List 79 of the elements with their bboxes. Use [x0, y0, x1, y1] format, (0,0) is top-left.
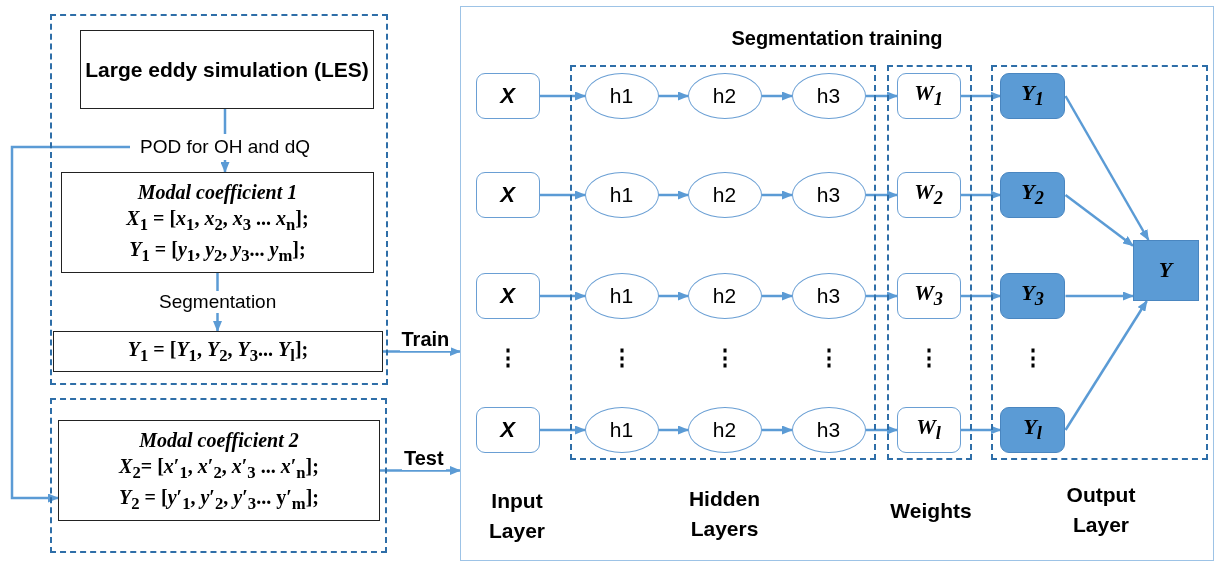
arrow — [961, 190, 1002, 200]
formula-text: X$_{2}$= [x′$_{1}$, x′$_{2}$, x′$_{3}$ ... x′$_{n}$]; — [119, 453, 319, 484]
arrow — [1064, 300, 1148, 431]
hidden-unit-ellipse: h2 — [687, 72, 762, 119]
arrow — [383, 347, 461, 356]
formula-text: Y$_{1}$ = [y$_{1}$, y$_{2}$, y$_{3}$... y$_{m}$]; — [129, 236, 306, 267]
hidden-unit-ellipse: h3 — [791, 72, 866, 119]
arrow — [10, 145, 130, 503]
arrow — [1064, 95, 1150, 241]
hidden-unit-ellipse: h3 — [791, 406, 866, 453]
arrow — [659, 190, 689, 200]
ellipsis-mark: ⋮ — [1021, 344, 1045, 372]
output-node: Y — [1132, 239, 1199, 301]
output-node: Y$_{l}$ — [1000, 406, 1065, 453]
panel-title: Segmentation training — [731, 27, 943, 50]
arrow — [659, 91, 689, 101]
hidden-unit-ellipse: h2 — [687, 171, 762, 218]
process-box — [58, 420, 380, 521]
hidden-unit-ellipse: h2 — [687, 406, 762, 453]
arrow — [540, 91, 586, 101]
hidden-unit-ellipse: h1 — [584, 406, 659, 453]
arrow — [1065, 291, 1134, 301]
process-box: Large eddy simulation (LES) — [80, 30, 374, 109]
arrow — [961, 91, 1002, 101]
ellipsis-mark: ⋮ — [610, 344, 634, 372]
arrow — [866, 425, 898, 435]
input-node: X — [475, 406, 540, 453]
group-caption: Output Layer — [1065, 481, 1137, 538]
connector-line — [223, 109, 227, 134]
arrow — [659, 291, 689, 301]
hidden-unit-ellipse: h3 — [791, 171, 866, 218]
edge-label: Segmentation — [157, 291, 279, 313]
arrow — [866, 91, 898, 101]
panel-frame — [460, 6, 1214, 561]
ellipsis-mark: ⋮ — [917, 344, 941, 372]
box-title: Modal coefficient 2 — [139, 427, 299, 453]
arrow — [762, 425, 793, 435]
ellipsis-mark: ⋮ — [496, 344, 520, 372]
dashed-group-frame — [50, 398, 387, 553]
formula-text: Y$_{2}$ = [y′$_{1}$, y′$_{2}$, y′$_{3}$... y′$_{m}$]; — [119, 484, 319, 515]
arrow — [866, 291, 898, 301]
box-title: Modal coefficient 1 — [137, 179, 298, 205]
input-node: X — [475, 171, 540, 218]
arrow — [220, 160, 230, 173]
arrow — [659, 425, 689, 435]
dashed-group-frame — [50, 14, 388, 385]
hidden-unit-ellipse: h1 — [584, 272, 659, 319]
group-caption: Weights — [889, 497, 973, 524]
group-caption: Hidden Layers — [687, 485, 762, 542]
input-node: X — [475, 72, 540, 119]
arrow — [866, 190, 898, 200]
ellipsis-mark: ⋮ — [713, 344, 737, 372]
arrow — [540, 190, 586, 200]
output-node: Y$_{1}$ — [1000, 72, 1065, 119]
arrow — [961, 425, 1002, 435]
hidden-unit-ellipse: h2 — [687, 272, 762, 319]
hidden-unit-ellipse: h3 — [791, 272, 866, 319]
layer-caption: Input Layer — [487, 488, 546, 545]
weight-node: W$_{3}$ — [896, 272, 961, 319]
weight-node: W$_{l}$ — [896, 406, 961, 453]
weight-node: W$_{1}$ — [896, 72, 961, 119]
formula-box: Y$_{1}$ = [Y$_{1}$, Y$_{2}$, Y$_{3}$... Y$_{l}$]; — [53, 331, 383, 372]
hidden-unit-ellipse: h1 — [584, 171, 659, 218]
formula-text: X$_{1}$ = [x$_{1}$, x$_{2}$, x$_{3}$ ... x$_{n}$]; — [126, 205, 309, 236]
arrow — [762, 291, 793, 301]
arrow — [540, 291, 586, 301]
hidden-unit-ellipse: h1 — [584, 72, 659, 119]
arrow — [540, 425, 586, 435]
process-box — [61, 172, 374, 273]
arrow — [762, 91, 793, 101]
arrow — [380, 466, 461, 475]
output-node: Y$_{2}$ — [1000, 171, 1065, 218]
arrow — [1064, 194, 1134, 247]
weight-node: W$_{2}$ — [896, 171, 961, 218]
input-node: X — [475, 272, 540, 319]
ellipsis-mark: ⋮ — [817, 344, 841, 372]
arrow — [961, 291, 1002, 301]
arrow — [762, 190, 793, 200]
output-node: Y$_{3}$ — [1000, 272, 1065, 319]
